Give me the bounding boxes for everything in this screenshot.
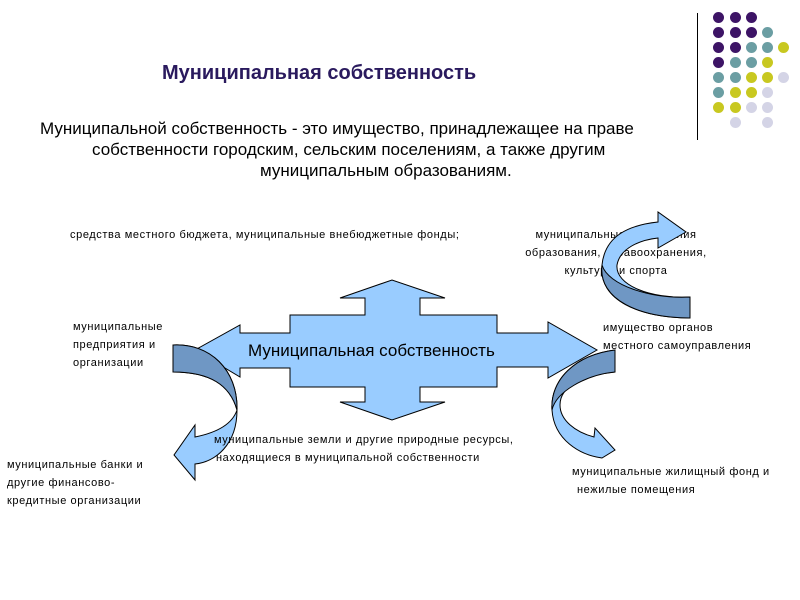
decorative-dot [713, 87, 724, 98]
text-line: местного самоуправления [603, 340, 752, 352]
decorative-dot [778, 42, 789, 53]
decorative-dot [778, 72, 789, 83]
decorative-dot [762, 27, 773, 38]
center-cross-arrow [194, 279, 599, 421]
text-line: муниципальные [73, 321, 163, 333]
definition-line: собственности городским, сельским поселе… [92, 140, 606, 159]
decorative-dot [730, 12, 741, 23]
text-line: предприятия и [73, 339, 156, 351]
definition-line: Муниципальной собственность - это имущес… [40, 119, 634, 138]
item-housing: муниципальные жилищный фонд и нежилые по… [572, 463, 770, 499]
item-banks: муниципальные банки и другие финансово- … [7, 456, 143, 510]
decorative-dot [762, 72, 773, 83]
text-line: муниципальные земли и другие природные р… [214, 434, 514, 446]
item-land: муниципальные земли и другие природные р… [214, 431, 514, 467]
decorative-dot [746, 57, 757, 68]
decorative-dot [762, 87, 773, 98]
decorative-dot [746, 102, 757, 113]
decorative-dot [713, 42, 724, 53]
decorative-dot [730, 102, 741, 113]
item-local-government: имущество органов местного самоуправлени… [603, 319, 751, 355]
item-budget: средства местного бюджета, муниципальные… [70, 229, 460, 241]
decorative-dot [730, 87, 741, 98]
decorative-dot [713, 57, 724, 68]
decorative-dot [730, 57, 741, 68]
center-label: Муниципальная собственность [248, 341, 495, 360]
text-line: нежилые помещения [577, 484, 696, 496]
decorative-divider [697, 13, 698, 140]
decorative-dot [730, 72, 741, 83]
decorative-dot [730, 42, 741, 53]
curved-arrow-shadow [551, 349, 616, 411]
definition-text: Муниципальной собственность - это имущес… [40, 118, 720, 181]
decorative-dot [713, 27, 724, 38]
decorative-dot [762, 117, 773, 128]
curved-arrow-shadow [172, 344, 238, 411]
curved-arrow-shadow [601, 264, 691, 319]
slide-title: Муниципальная собственность [162, 62, 477, 84]
decorative-dot [746, 27, 757, 38]
item-enterprises: муниципальные предприятия и организации [73, 318, 163, 372]
decorative-dot [730, 117, 741, 128]
decorative-dot [746, 42, 757, 53]
decorative-dot [713, 102, 724, 113]
definition-line: муниципальным образованиям. [260, 161, 512, 180]
text-line: кредитные организации [7, 495, 142, 507]
decorative-dot [713, 72, 724, 83]
decorative-dot [746, 72, 757, 83]
text-line: имущество органов [603, 322, 714, 334]
decorative-dot [746, 12, 757, 23]
text-line: находящиеся в муниципальной собственност… [216, 452, 480, 464]
decorative-dot [762, 57, 773, 68]
text-line: организации [73, 357, 144, 369]
text-line: муниципальные банки и [7, 459, 144, 471]
decorative-dot [762, 102, 773, 113]
decorative-dot [730, 27, 741, 38]
decorative-dot [713, 12, 724, 23]
text-line: муниципальные жилищный фонд и [572, 466, 770, 478]
decorative-dot [762, 42, 773, 53]
text-line: другие финансово- [7, 477, 116, 489]
decorative-dot [746, 87, 757, 98]
